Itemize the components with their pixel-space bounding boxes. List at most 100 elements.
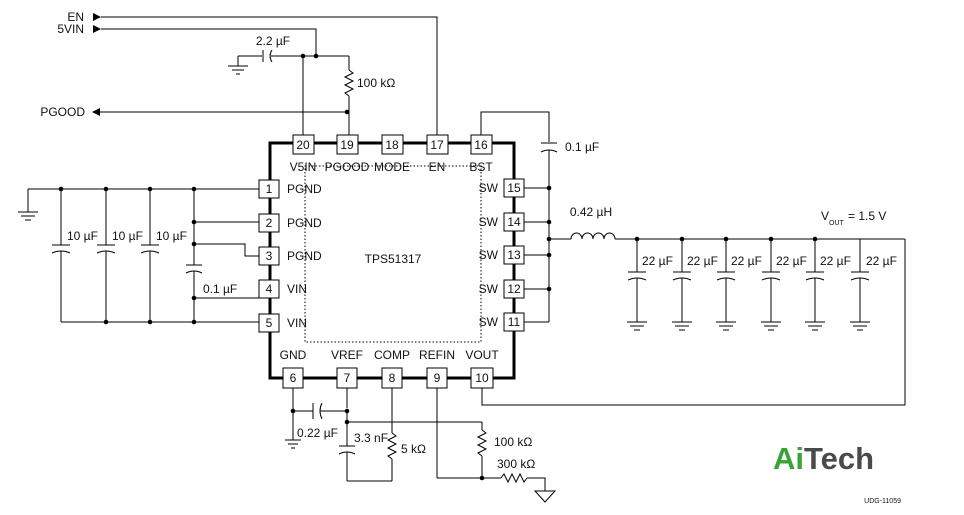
pin-number-15: 15 <box>507 181 521 195</box>
pin-label-15: SW <box>479 181 499 195</box>
pin-label-6: GND <box>280 348 307 362</box>
pin-label-19: PGOOD <box>325 160 370 174</box>
pin-label-12: SW <box>479 282 499 296</box>
output-capacitor-5-label: 22 µF <box>820 254 851 268</box>
output-capacitor-6-label: 22 µF <box>866 254 897 268</box>
pin-number-13: 13 <box>507 248 521 262</box>
bottom-pins: 6 7 8 9 10 GND VREF COMP REFIN VOUT <box>280 348 499 389</box>
input-capacitor-3-label: 10 µF <box>156 229 187 243</box>
resistor-pgood-label: 100 kΩ <box>357 76 395 90</box>
output-capacitor-6: 22 µF <box>850 239 897 331</box>
pin-number-11: 11 <box>508 315 521 329</box>
pin-number-6: 6 <box>290 371 297 385</box>
input-network: 0.1 µF <box>18 186 259 325</box>
pin-label-11: SW <box>479 315 499 329</box>
input-capacitor-2-label: 10 µF <box>112 229 143 243</box>
pin-label-17: EN <box>429 160 446 174</box>
pin-label-8: COMP <box>374 348 410 362</box>
pin-label-13: SW <box>479 248 499 262</box>
input-capacitor-1-label: 10 µF <box>67 229 98 243</box>
pin-label-1: PGND <box>287 182 322 196</box>
output-capacitor-5: 22 µF <box>805 239 851 331</box>
ground-icon <box>285 439 301 449</box>
sw-bus <box>524 185 552 323</box>
v5vin-input-arrow-icon <box>93 25 101 33</box>
top-pins: 20 19 18 17 16 V5IN PGOOD MODE EN BST <box>290 134 493 174</box>
resistor-comp-label: 5 kΩ <box>401 442 426 456</box>
inductor-label: 0.42 µH <box>570 205 612 219</box>
top-signal-wiring: EN 5VIN PGOOD <box>40 10 438 135</box>
input-capacitor-3: 10 µF <box>140 189 187 322</box>
pin-label-18: MODE <box>374 160 410 174</box>
pin-label-9: REFIN <box>419 348 455 362</box>
output-capacitor-4: 22 µF <box>761 239 807 331</box>
input-capacitor-2: 10 µF <box>96 189 143 322</box>
pin-number-4: 4 <box>266 282 273 296</box>
output-capacitor-1-label: 22 µF <box>642 254 673 268</box>
input-capacitor-1: 10 µF <box>51 189 98 322</box>
pin-label-16: BST <box>469 160 493 174</box>
pgood-signal-label: PGOOD <box>40 105 85 119</box>
output-capacitor-2-label: 22 µF <box>687 254 718 268</box>
resistor-refin-top-label: 100 kΩ <box>494 435 532 449</box>
pin-number-16: 16 <box>474 138 488 152</box>
capacitor-input-small-label: 0.1 µF <box>203 282 237 296</box>
pin-number-7: 7 <box>344 371 351 385</box>
pin-number-17: 17 <box>430 138 444 152</box>
refin-divider: 100 kΩ 300 kΩ <box>436 388 557 503</box>
pin-number-19: 19 <box>340 138 354 152</box>
capacitor-bst-label: 0.1 µF <box>565 140 599 154</box>
pin-number-3: 3 <box>266 249 273 263</box>
output-capacitor-4-label: 22 µF <box>776 254 807 268</box>
pin-number-2: 2 <box>266 216 273 230</box>
pin-label-7: VREF <box>331 348 363 362</box>
output-inductor: 0.42 µH <box>549 205 905 242</box>
pin-number-12: 12 <box>507 282 521 296</box>
ic-part-name: TPS51317 <box>365 252 422 266</box>
pin-number-1: 1 <box>266 182 273 196</box>
pin-number-20: 20 <box>296 138 310 152</box>
watermark-brand-b: Tech <box>804 441 874 476</box>
pin-label-5: VIN <box>287 316 307 330</box>
vout-label-subscript: OUT <box>829 220 845 227</box>
pin-label-20: V5IN <box>290 160 317 174</box>
resistor-pgood-pullup: 100 kΩ <box>343 56 395 135</box>
pin-label-3: PGND <box>287 249 322 263</box>
pgood-output-arrow-icon <box>92 108 100 116</box>
pin-number-9: 9 <box>434 371 441 385</box>
output-capacitor-2: 22 µF <box>672 239 718 331</box>
vout-label: V OUT = 1.5 V <box>821 209 886 227</box>
pin-number-18: 18 <box>385 138 399 152</box>
ground-icon <box>228 65 248 75</box>
v5vin-signal-label: 5VIN <box>57 22 84 36</box>
right-pins: 11 12 13 14 15 SW SW SW SW SW <box>479 178 525 332</box>
pin-label-14: SW <box>479 215 499 229</box>
pin-number-8: 8 <box>389 371 396 385</box>
output-capacitor-3: 22 µF <box>716 239 762 331</box>
pin-label-4: VIN <box>287 282 307 296</box>
output-capacitor-3-label: 22 µF <box>731 254 762 268</box>
pin-label-2: PGND <box>287 216 322 230</box>
pin-label-10: VOUT <box>465 348 499 362</box>
capacitor-v5in-bypass: 2.2 µF <box>228 34 290 75</box>
vout-feedback-wire <box>481 239 906 406</box>
en-input-arrow-icon <box>93 13 101 21</box>
vout-label-prefix: V <box>821 209 829 223</box>
watermark-brand-a: Ai <box>773 441 804 476</box>
capacitor-comp-label: 3.3 nF <box>354 431 388 445</box>
pin-number-14: 14 <box>507 215 521 229</box>
output-capacitor-1: 22 µF <box>627 239 673 331</box>
ground-icon <box>18 211 38 221</box>
pin-number-5: 5 <box>266 316 273 330</box>
capacitor-v5in-label: 2.2 µF <box>256 34 290 48</box>
left-pins: 1 2 3 4 5 PGND PGND PGND VIN VIN <box>258 179 322 333</box>
vout-label-value: = 1.5 V <box>848 209 886 223</box>
ground-icon <box>533 490 557 503</box>
resistor-refin-bottom-label: 300 kΩ <box>497 457 535 471</box>
watermark-logo: AiTech <box>773 441 874 476</box>
pin-number-10: 10 <box>475 371 489 385</box>
vref-gnd-network: 0.22 µF 3.3 nF 5 kΩ <box>285 388 482 482</box>
capacitor-vref-label: 0.22 µF <box>297 426 338 440</box>
bootstrap-capacitor: 0.1 µF <box>480 111 599 322</box>
